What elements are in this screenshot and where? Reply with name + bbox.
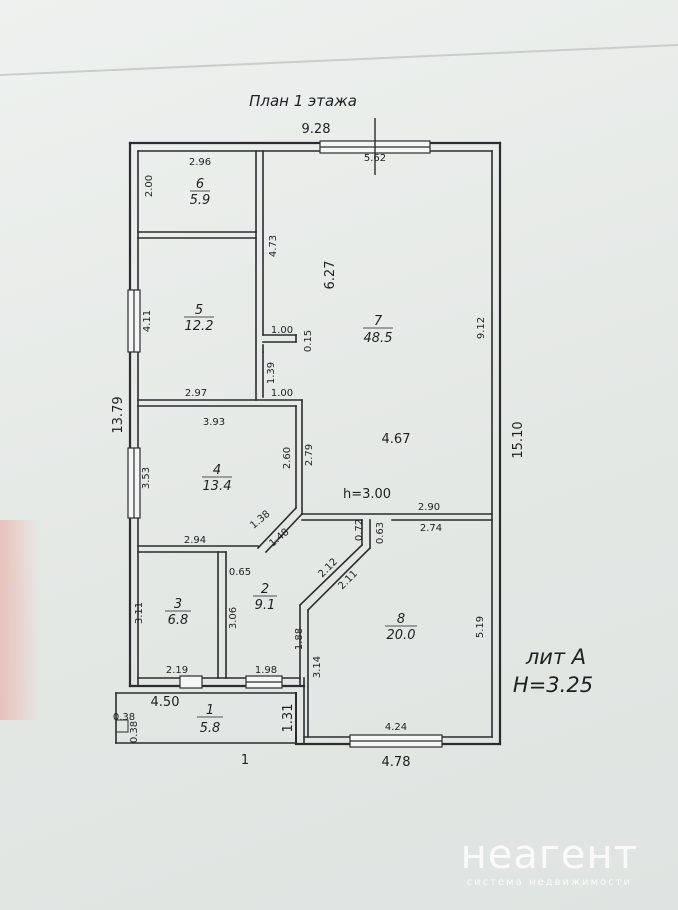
dim-1-38: 1.38	[248, 509, 272, 532]
dim-2-19: 2.19	[166, 665, 188, 676]
svg-text:2: 2	[261, 582, 269, 597]
height-label: H=3.25	[513, 673, 593, 697]
room-8-label: 8 20.0	[385, 612, 417, 643]
ceiling-height: h=3.00	[343, 487, 391, 502]
dim-4-73: 4.73	[268, 235, 279, 257]
watermark-subtitle: система недвижимости	[466, 877, 632, 888]
dim-1-39: 1.39	[266, 362, 277, 384]
dim-2-12: 2.12	[316, 556, 340, 580]
dim-1-31: 1.31	[281, 704, 296, 733]
room-6-label: 6 5.9	[190, 177, 211, 208]
dim-4-67: 4.67	[382, 432, 411, 447]
dim-1-48: 1.48	[267, 527, 291, 550]
dim-9-12: 9.12	[476, 317, 487, 339]
dim-3-14: 3.14	[312, 656, 323, 678]
watermark-logo: неагент система недвижимости	[461, 835, 638, 888]
svg-text:4: 4	[213, 463, 221, 478]
dim-left: 13.79	[111, 396, 126, 433]
room-1-label: 1 5.8	[197, 703, 223, 736]
dim-1-98: 1.98	[255, 665, 277, 676]
svg-text:3: 3	[174, 597, 182, 612]
dim-3-93: 3.93	[203, 417, 225, 428]
dim-0-38-a: 0.38	[113, 712, 135, 723]
dim-5-62: 5.62	[364, 153, 386, 164]
svg-text:9.1: 9.1	[255, 598, 276, 613]
dim-2-79: 2.79	[304, 444, 315, 466]
light-glare	[0, 520, 40, 720]
svg-text:5: 5	[195, 303, 203, 318]
svg-text:5.9: 5.9	[190, 193, 211, 208]
svg-text:48.5: 48.5	[364, 331, 393, 346]
dim-3-06: 3.06	[228, 607, 239, 629]
dim-1-00-b: 1.00	[271, 388, 293, 399]
svg-text:6: 6	[196, 177, 204, 192]
svg-text:12.2: 12.2	[185, 319, 214, 334]
dim-0-15: 0.15	[303, 330, 314, 352]
svg-text:1: 1	[206, 703, 214, 718]
svg-text:5.8: 5.8	[200, 721, 221, 736]
dim-2-96: 2.96	[189, 157, 211, 168]
room-7-label: 7 48.5	[363, 314, 393, 346]
svg-text:13.4: 13.4	[203, 479, 232, 494]
dim-2-94: 2.94	[184, 535, 206, 546]
dim-4-24: 4.24	[385, 722, 407, 733]
dim-0-38-b: 0.38	[129, 721, 140, 743]
room-5-label: 5 12.2	[184, 303, 214, 334]
dim-right: 15.10	[511, 421, 526, 458]
dim-0-72: 0.72	[354, 519, 365, 541]
walls	[115, 141, 502, 746]
dim-3-11: 3.11	[134, 602, 145, 624]
lit-label: лит А	[525, 645, 586, 669]
dim-2-00: 2.00	[144, 175, 155, 197]
dim-2-90: 2.90	[418, 502, 440, 513]
dim-bottom-left: 1	[241, 753, 249, 768]
dim-5-19: 5.19	[475, 616, 486, 638]
svg-text:8: 8	[397, 612, 405, 627]
interior-dimensions: 2.96 2.00 5.62 4.73 6.27 4.11 1.00 0.15 …	[113, 153, 487, 743]
dim-0-63: 0.63	[375, 522, 386, 544]
dim-3-53: 3.53	[141, 467, 152, 489]
plan-title: План 1 этажа	[249, 92, 357, 110]
dim-0-65: 0.65	[229, 567, 251, 578]
room-4-label: 4 13.4	[202, 463, 232, 494]
dim-2-97: 2.97	[185, 388, 207, 399]
page-fold	[0, 44, 678, 76]
room-3-label: 3 6.8	[165, 597, 191, 628]
dim-2-60: 2.60	[282, 447, 293, 469]
dim-1-88: 1.88	[294, 628, 305, 650]
dim-2-11: 2.11	[336, 568, 360, 592]
svg-text:20.0: 20.0	[387, 628, 416, 643]
dim-2-74: 2.74	[420, 523, 442, 534]
dim-top: 9.28	[302, 122, 331, 137]
svg-text:6.8: 6.8	[168, 613, 189, 628]
dim-4-11: 4.11	[142, 310, 153, 332]
dim-6-27: 6.27	[323, 261, 338, 290]
room-2-label: 2 9.1	[253, 582, 277, 613]
watermark-name: неагент	[460, 832, 638, 878]
porch-corner	[115, 719, 129, 733]
dim-1-00-a: 1.00	[271, 325, 293, 336]
dim-4-50: 4.50	[151, 695, 180, 710]
dim-bottom-right: 4.78	[382, 755, 411, 770]
svg-text:7: 7	[374, 314, 383, 329]
